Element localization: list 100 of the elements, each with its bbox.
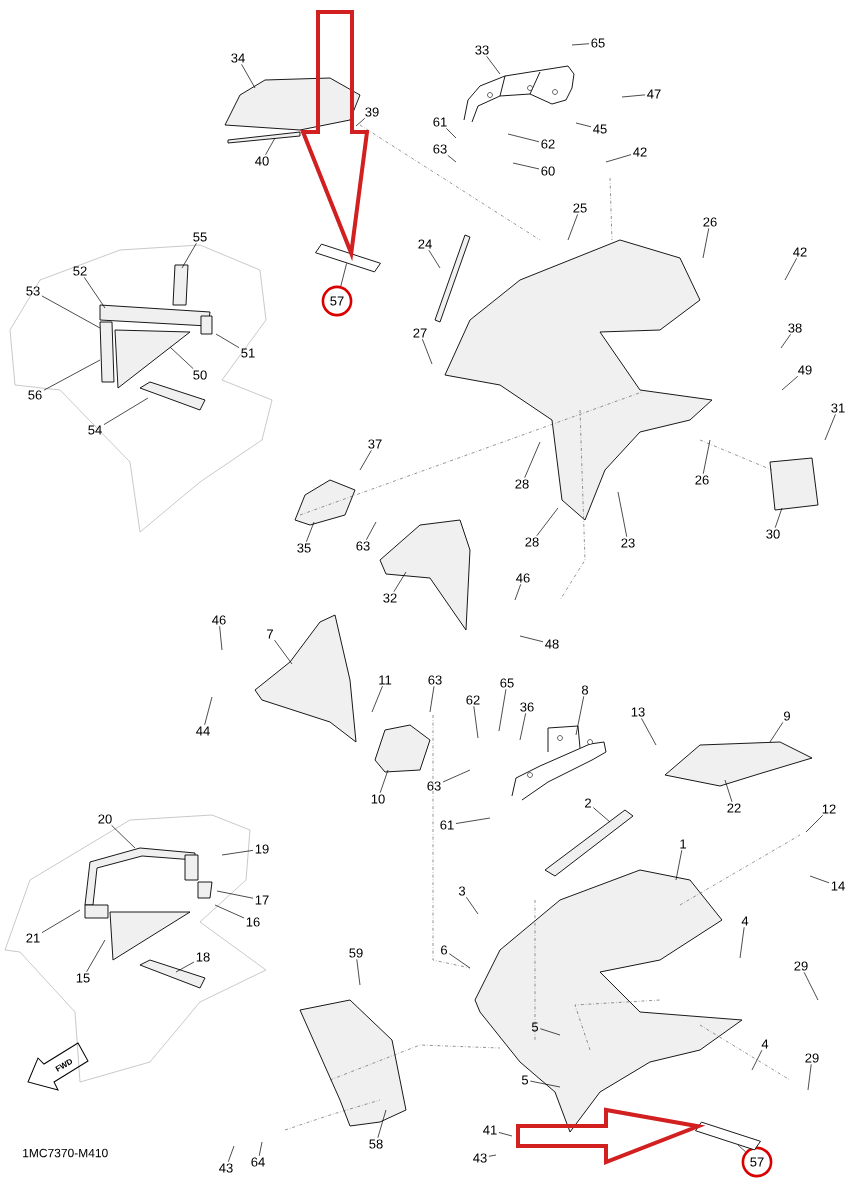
- leader-line: [175, 961, 195, 973]
- callout-number: 29: [805, 1053, 819, 1063]
- callout-number: 63: [427, 781, 441, 791]
- leader-line: [103, 397, 149, 425]
- callout-number: 40: [255, 156, 269, 166]
- callout-number: 43: [219, 1163, 233, 1173]
- leader-line: [216, 890, 254, 899]
- callout-number: 60: [541, 166, 555, 176]
- callout-number: 42: [633, 147, 647, 157]
- leader-line: [111, 824, 136, 849]
- callout-number: 22: [727, 803, 741, 813]
- leader-line: [181, 242, 197, 269]
- leader-line: [83, 276, 106, 309]
- leader-line: [807, 1063, 812, 1091]
- callout-number: 45: [593, 124, 607, 134]
- leader-line: [519, 635, 544, 643]
- callout-number: 10: [371, 794, 385, 804]
- callout-number: 38: [788, 323, 802, 333]
- leader-line: [265, 137, 276, 156]
- leader-line: [455, 817, 491, 824]
- leader-line: [448, 953, 471, 969]
- callout-number: 25: [573, 203, 587, 213]
- callout-number: 49: [798, 365, 812, 375]
- callout-number: 5: [521, 1075, 529, 1085]
- callout-number: 2: [585, 798, 591, 808]
- leader-line: [466, 896, 479, 915]
- leader-line: [769, 721, 784, 743]
- leader-line: [488, 1154, 497, 1157]
- callout-number: 4: [761, 1039, 769, 1049]
- leader-line: [675, 849, 683, 881]
- callout-number: 46: [212, 615, 226, 625]
- callout-number: 3: [458, 886, 466, 896]
- callout-number: 6: [441, 945, 448, 955]
- leader-line: [621, 94, 646, 98]
- leader-line: [529, 1080, 561, 1088]
- leader-line: [702, 439, 711, 475]
- leader-line: [442, 769, 471, 783]
- leader-line: [445, 127, 457, 139]
- callout-number: 30: [766, 529, 780, 539]
- callout-number: 56: [28, 390, 42, 400]
- callout-number: 63: [428, 675, 442, 685]
- callout-number: 43: [473, 1153, 487, 1163]
- leader-line: [219, 625, 223, 651]
- callout-number: 51: [241, 348, 255, 358]
- callout-number: 46: [516, 573, 530, 583]
- leader-line: [575, 122, 592, 128]
- callout-number: 54: [88, 425, 102, 435]
- leader-line: [751, 1049, 763, 1071]
- leader-line: [571, 43, 590, 46]
- leader-line: [739, 926, 745, 959]
- leader-line: [514, 583, 522, 601]
- leader-line: [519, 712, 526, 741]
- leader-line: [447, 154, 457, 163]
- leader-line: [486, 55, 501, 75]
- callout-number: 35: [297, 543, 311, 553]
- callout-number: 65: [591, 38, 605, 48]
- leader-line: [359, 449, 372, 471]
- callout-number: 1: [680, 839, 686, 849]
- leader-line: [306, 521, 315, 543]
- leader-line: [512, 162, 540, 170]
- leader-line: [214, 904, 245, 919]
- leader-line: [41, 295, 101, 329]
- callout-number: 39: [365, 107, 379, 117]
- callout-number: 44: [196, 726, 210, 736]
- callout-number: 28: [515, 479, 529, 489]
- callout-number: 28: [525, 537, 539, 547]
- callout-number: 26: [695, 475, 709, 485]
- callout-number: 65: [500, 678, 514, 688]
- callout-number: 26: [703, 217, 717, 227]
- leader-line: [592, 807, 611, 823]
- leader-line: [227, 1145, 235, 1163]
- leader-line: [617, 491, 628, 538]
- callout-number: 20: [98, 814, 112, 824]
- callout-number: 19: [255, 844, 269, 854]
- callout-number: 29: [794, 961, 808, 971]
- leader-line: [86, 939, 106, 973]
- callout-number: 11: [379, 675, 392, 685]
- sticker-drawing: [315, 243, 381, 273]
- leader-line: [507, 133, 540, 143]
- callout-number: 62: [466, 695, 480, 705]
- leader-line: [575, 695, 585, 736]
- callout-number: 50: [193, 370, 207, 380]
- callout-number: 14: [831, 881, 845, 891]
- callout-number: 55: [193, 232, 207, 242]
- callout-number: 36: [520, 702, 534, 712]
- callout-number: 57: [741, 1146, 773, 1178]
- leader-line: [524, 441, 541, 479]
- leader-line: [379, 769, 389, 794]
- callout-number: 32: [383, 593, 397, 603]
- callout-number: 4: [741, 916, 749, 926]
- callout-number: 21: [26, 933, 40, 943]
- callout-number: 15: [76, 973, 90, 983]
- leader-line: [567, 213, 578, 241]
- callout-number: 16: [246, 917, 260, 927]
- callout-number: 37: [368, 439, 382, 449]
- leader-line: [781, 375, 799, 391]
- leader-line: [340, 262, 347, 287]
- callout-number: 12: [822, 804, 836, 814]
- callout-number: 59: [349, 948, 363, 958]
- leader-line: [809, 875, 830, 884]
